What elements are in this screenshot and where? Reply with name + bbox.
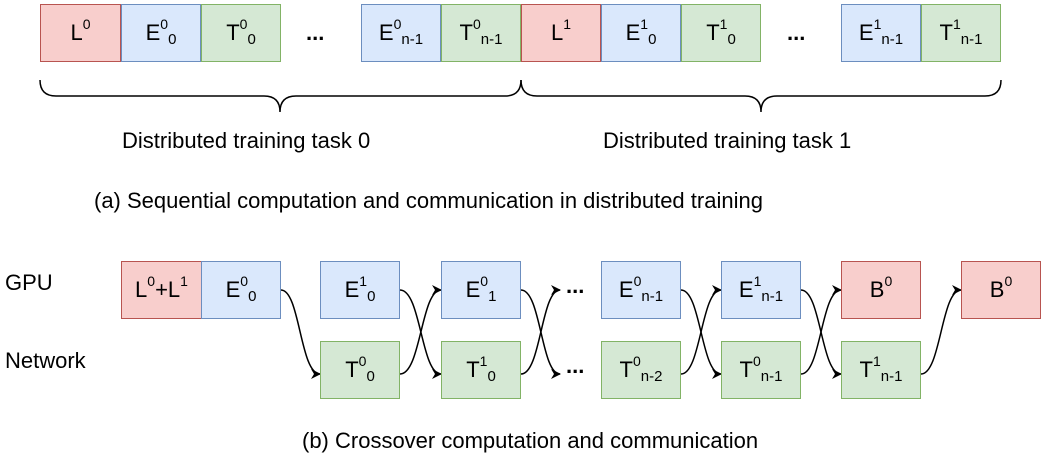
box-e0-n-1: E0n-1 — [361, 4, 441, 62]
box-gpu-e0-n-1: E0n-1 — [601, 261, 681, 319]
box-t0-n-1: T0n-1 — [441, 4, 521, 62]
ellipsis-a-2: ... — [787, 20, 806, 45]
ellipsis-network: ... — [566, 353, 585, 378]
ellipsis-a-1: ... — [306, 20, 325, 45]
brace-label-task-1: Distributed training task 1 — [603, 128, 852, 153]
arrow-e0n1-to-t0n1 — [680, 289, 722, 379]
box-gpu-e0-1: E01 — [441, 261, 521, 319]
box-net-t0-0: T00 — [320, 341, 400, 399]
box-net-t0-n-2: T0n-2 — [601, 341, 681, 399]
box-net-t1-0: T10 — [441, 341, 521, 399]
ellipsis-gpu: ... — [566, 273, 585, 298]
box-e1-n-1: E1n-1 — [841, 4, 921, 62]
box-gpu-b0-b: B0 — [961, 261, 1041, 319]
arrow-e10-to-t10 — [399, 289, 442, 379]
arrow-t1n1-to-b0 — [920, 285, 962, 375]
box-l0: L0 — [40, 4, 121, 62]
box-t1-n-1: T1n-1 — [921, 4, 1001, 62]
caption-a: (a) Sequential computation and communica… — [94, 188, 763, 213]
box-e0-0: E00 — [121, 4, 201, 62]
brace-task-1 — [520, 79, 1002, 113]
brace-label-task-0: Distributed training task 0 — [122, 128, 371, 153]
box-gpu-b0-a: B0 — [841, 261, 921, 319]
row-label-gpu: GPU — [5, 270, 53, 295]
box-t0-0: T00 — [201, 4, 281, 62]
arrow-e1n1-to-t1n1 — [800, 289, 842, 379]
box-e1-0: E10 — [601, 4, 681, 62]
box-l0-plus-l1: L0+L1 — [121, 261, 202, 319]
arrow-e00-to-t00 — [280, 289, 321, 379]
box-t1-0: T10 — [681, 4, 761, 62]
arrow-e01-out — [520, 289, 561, 379]
box-gpu-e1-n-1: E1n-1 — [721, 261, 801, 319]
box-gpu-e1-0: E10 — [320, 261, 400, 319]
box-gpu-e0-0: E00 — [201, 261, 281, 319]
caption-b: (b) Crossover computation and communicat… — [302, 428, 759, 453]
box-net-t1-n-1: T1n-1 — [841, 341, 921, 399]
box-net-t0-n-1: T0n-1 — [721, 341, 801, 399]
row-label-network: Network — [5, 348, 86, 373]
brace-task-0 — [39, 79, 522, 113]
box-l1: L1 — [521, 4, 601, 62]
